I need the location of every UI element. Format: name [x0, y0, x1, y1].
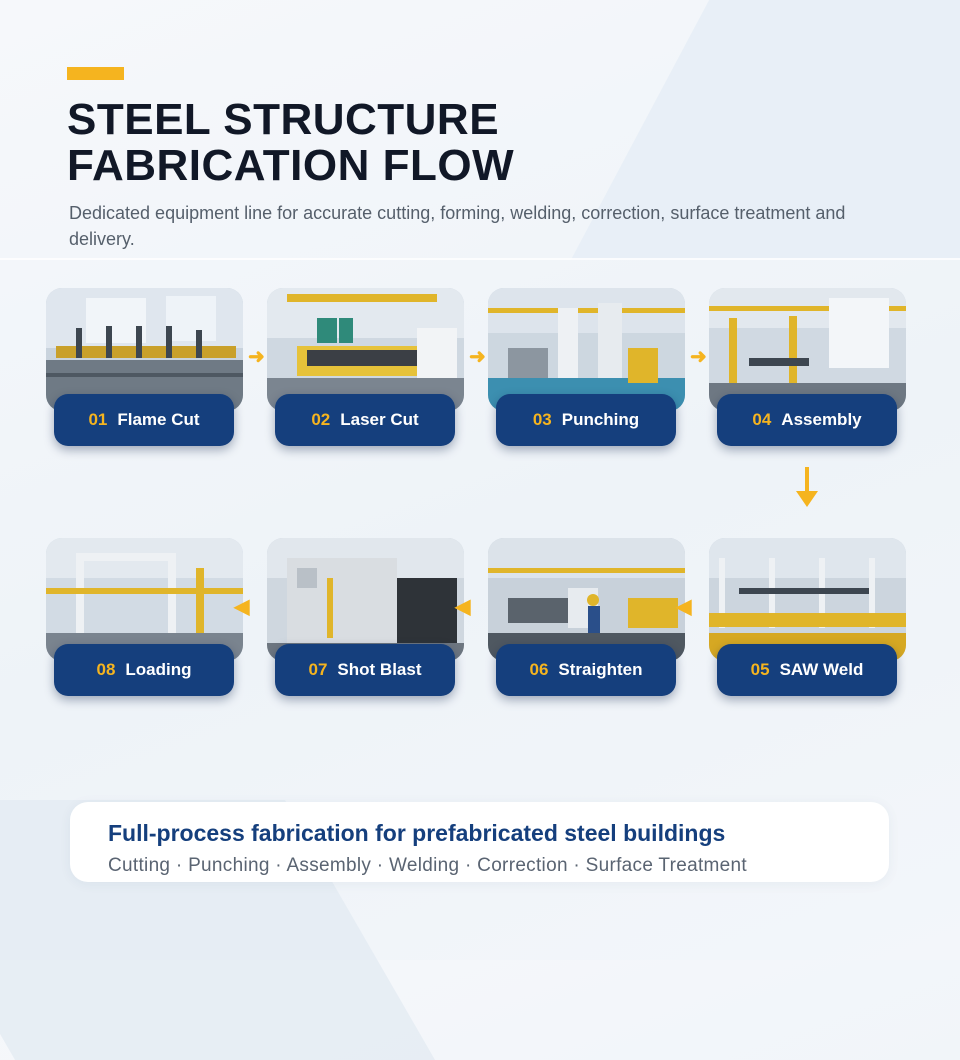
arrow-left-icon: ◀ — [234, 596, 250, 618]
loading-photo — [46, 538, 243, 661]
step-number: 03 — [532, 410, 552, 429]
straighten-photo — [488, 538, 685, 661]
title-accent-bar — [67, 67, 124, 80]
step-photo — [267, 288, 464, 411]
step-label: 01 Flame Cut — [54, 394, 234, 446]
step-label: 06 Straighten — [496, 644, 676, 696]
step-name: Shot Blast — [337, 660, 422, 679]
step-card-straighten: 06 Straighten — [488, 538, 685, 698]
page-title: STEEL STRUCTURE FABRICATION FLOW — [67, 97, 514, 189]
shot-blast-photo — [267, 538, 464, 661]
step-photo — [267, 538, 464, 661]
step-photo — [709, 538, 906, 661]
arrow-left-icon: ◀ — [676, 596, 692, 618]
arrow-right-icon: ➜ — [469, 346, 486, 368]
step-card-laser-cut: 02 Laser Cut — [267, 288, 464, 448]
page-title-line-2: FABRICATION FLOW — [67, 141, 515, 190]
punching-photo — [488, 288, 685, 411]
arrow-right-icon: ➜ — [248, 346, 265, 368]
flame-cut-photo — [46, 288, 243, 411]
step-photo — [709, 288, 906, 411]
step-photo — [46, 538, 243, 661]
laser-cut-photo — [267, 288, 464, 411]
step-label: 07 Shot Blast — [275, 644, 455, 696]
step-name: Punching — [561, 410, 640, 429]
step-number: 07 — [308, 660, 328, 679]
saw-weld-photo — [709, 538, 906, 661]
step-name: Laser Cut — [340, 410, 419, 429]
step-number: 04 — [752, 410, 772, 429]
step-name: Straighten — [558, 660, 643, 679]
arrow-right-icon: ➜ — [690, 346, 707, 368]
page-title-line-1: STEEL STRUCTURE — [67, 95, 500, 144]
arrow-left-icon: ◀ — [455, 596, 471, 618]
step-card-assembly: 04 Assembly — [709, 288, 906, 448]
step-number: 01 — [88, 410, 108, 429]
step-label: 05 SAW Weld — [717, 644, 897, 696]
footer-summary-box: Full-process fabrication for prefabricat… — [70, 802, 889, 882]
step-label: 08 Loading — [54, 644, 234, 696]
step-name: Loading — [125, 660, 192, 679]
step-number: 06 — [529, 660, 549, 679]
step-name: Assembly — [781, 410, 862, 429]
step-label: 04 Assembly — [717, 394, 897, 446]
step-name: SAW Weld — [779, 660, 864, 679]
step-label: 02 Laser Cut — [275, 394, 455, 446]
step-photo — [488, 538, 685, 661]
arrow-down-icon — [796, 467, 818, 507]
step-card-loading: 08 Loading — [46, 538, 243, 698]
step-card-punching: 03 Punching — [488, 288, 685, 448]
step-card-flame-cut: 01 Flame Cut — [46, 288, 243, 448]
step-photo — [488, 288, 685, 411]
step-photo — [46, 288, 243, 411]
step-number: 08 — [96, 660, 116, 679]
step-number: 02 — [311, 410, 331, 429]
step-card-shot-blast: 07 Shot Blast — [267, 538, 464, 698]
step-name: Flame Cut — [117, 410, 200, 429]
assembly-photo — [709, 288, 906, 411]
background-divider — [0, 258, 960, 260]
footer-subtitle: Cutting · Punching · Assembly · Welding … — [108, 855, 747, 876]
page-subtitle: Dedicated equipment line for accurate cu… — [69, 203, 846, 249]
footer-title: Full-process fabrication for prefabricat… — [108, 820, 726, 846]
step-label: 03 Punching — [496, 394, 676, 446]
step-card-saw-weld: 05 SAW Weld — [709, 538, 906, 698]
step-number: 05 — [750, 660, 770, 679]
